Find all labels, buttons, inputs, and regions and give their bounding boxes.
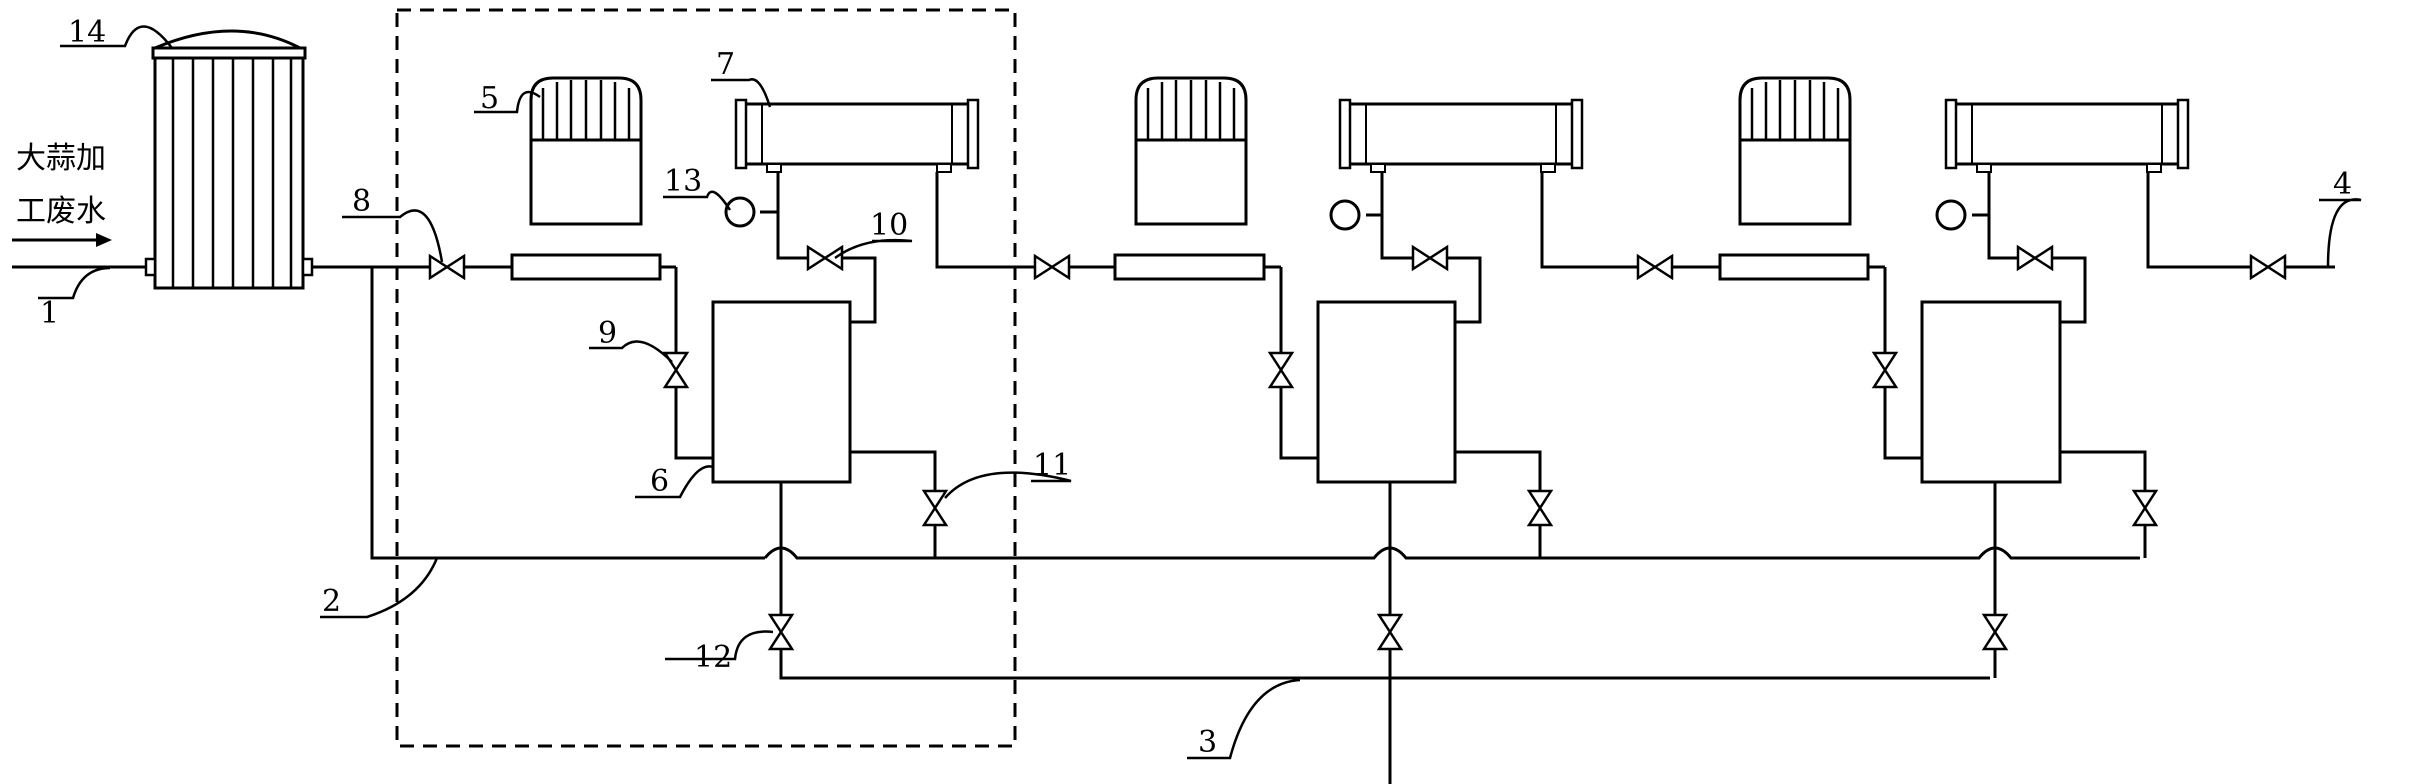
valve-unit3-return bbox=[2016, 245, 2054, 271]
valve-11 bbox=[922, 489, 948, 527]
membrane-tube-2 bbox=[1338, 98, 1584, 174]
leader-lines bbox=[38, 25, 2362, 760]
valve-inter-1 bbox=[1033, 254, 1071, 280]
valve-unit2-return bbox=[1411, 245, 1449, 271]
callout-11: 11 bbox=[1033, 448, 1071, 483]
callout-8: 8 bbox=[352, 184, 371, 219]
callout-1: 1 bbox=[40, 296, 59, 331]
valve-outlet bbox=[2249, 254, 2287, 280]
valve-12 bbox=[768, 613, 794, 651]
callout-6: 6 bbox=[650, 464, 669, 499]
tank-vessel-2 bbox=[1316, 300, 1457, 484]
pump-base-2 bbox=[1113, 253, 1266, 281]
callout-7: 7 bbox=[716, 47, 735, 82]
valve-unit2-concentrate bbox=[1527, 489, 1553, 527]
callout-5: 5 bbox=[480, 81, 499, 116]
storage-tank bbox=[144, 29, 314, 290]
inlet-label-line1: 大蒜加 bbox=[16, 141, 106, 176]
tank-vessel-3 bbox=[1920, 300, 2062, 484]
module-boundary-dashed bbox=[395, 8, 1017, 748]
callout-2: 2 bbox=[322, 584, 341, 619]
membrane-tube-3 bbox=[1944, 98, 2190, 174]
pressure-gauge-1 bbox=[724, 196, 756, 228]
valve-unit2-drain bbox=[1377, 613, 1403, 651]
membrane-tube-1 bbox=[734, 98, 980, 174]
callout-13: 13 bbox=[664, 164, 702, 199]
tank-vessel-1 bbox=[711, 300, 852, 484]
pump-unit-3 bbox=[1738, 76, 1852, 226]
callout-9: 9 bbox=[598, 316, 617, 351]
valve-unit3-inlet bbox=[1872, 351, 1898, 389]
valve-unit2-inlet bbox=[1268, 351, 1294, 389]
pressure-gauge-2 bbox=[1329, 199, 1361, 231]
valve-unit3-drain bbox=[1982, 613, 2008, 651]
pump-unit-2 bbox=[1134, 76, 1248, 226]
callout-10: 10 bbox=[870, 208, 908, 243]
callout-4: 4 bbox=[2333, 167, 2352, 202]
valve-inter-2 bbox=[1636, 254, 1674, 280]
inlet-arrow-icon bbox=[12, 233, 112, 247]
pump-unit-1 bbox=[529, 76, 643, 226]
valve-8 bbox=[428, 254, 466, 280]
callout-14: 14 bbox=[68, 15, 106, 50]
pump-base-1 bbox=[510, 253, 662, 281]
valve-unit3-concentrate bbox=[2132, 489, 2158, 527]
pump-base-3 bbox=[1718, 253, 1870, 281]
callout-12: 12 bbox=[694, 640, 732, 675]
inlet-label-line2: 工废水 bbox=[16, 194, 106, 229]
pressure-gauge-3 bbox=[1935, 199, 1967, 231]
callout-3: 3 bbox=[1198, 725, 1217, 760]
